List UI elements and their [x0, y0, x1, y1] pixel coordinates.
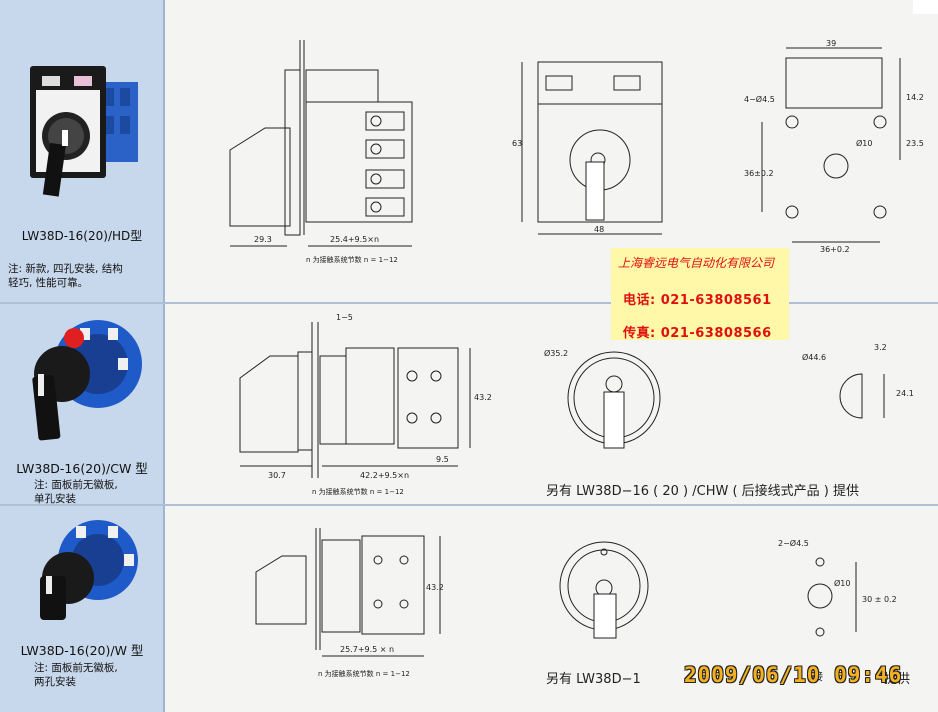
- dim-r2-h: 24.1: [896, 389, 914, 398]
- dim-r1-h: 63: [512, 139, 522, 148]
- product-note-hd: 注: 新款, 四孔安装, 结构 轻巧, 性能可靠。: [8, 263, 123, 289]
- row-divider-2: [0, 504, 938, 506]
- dim-r3-v30: 30 ± 0.2: [862, 595, 897, 604]
- dim-r1-a: 29.3: [254, 235, 272, 244]
- product-note-w: 注: 面板前无徽板, 两孔安装: [34, 662, 118, 688]
- dim-r2-d: 9.5: [436, 455, 449, 464]
- dim-r2-b: 30.7: [268, 471, 286, 480]
- panel-cutout-cw: [839, 373, 885, 419]
- fax-number: 传真: 021-63808566: [623, 326, 772, 341]
- dim-r1-w: 48: [594, 225, 604, 234]
- side-view-cw: [239, 322, 471, 478]
- dim-r3-b: 43.2: [426, 583, 444, 592]
- dim-r2-a: 1−5: [336, 313, 353, 322]
- dim-r1-top: 39: [826, 39, 836, 48]
- note-row3-b: 提供: [884, 672, 911, 687]
- contact-overlay: [611, 248, 789, 340]
- front-view-cw: [567, 351, 661, 449]
- dim-r2-nnote: n 为接触系统节数 n = 1−12: [312, 487, 404, 496]
- company-name: 上海睿远电气自动化有限公司: [618, 256, 775, 270]
- model-label-hd: LW38D-16(20)/HD型: [21, 229, 143, 243]
- sidebar-divider: [163, 0, 165, 712]
- note-row3-c: 接: [812, 670, 823, 683]
- dim-r1-h1: 14.2: [906, 93, 924, 102]
- dim-r1-b: 25.4+9.5×n: [330, 235, 379, 244]
- panel-cutout-w: [807, 557, 857, 637]
- model-label-w: LW38D-16(20)/W 型: [20, 643, 144, 658]
- product-photo-cw: [32, 320, 142, 441]
- dim-r2-e: 43.2: [474, 393, 492, 402]
- dim-r1-hole4: 4−Ø4.5: [744, 94, 775, 104]
- front-view-w: [559, 541, 649, 639]
- side-view-w: [255, 528, 441, 657]
- row-divider-1: [0, 302, 938, 304]
- phone-number: 电话: 021-63808561: [623, 293, 772, 308]
- dim-r1-d10: Ø10: [856, 138, 872, 148]
- product-photo-hd: [30, 66, 138, 197]
- dim-r1-h2: 23.5: [906, 139, 924, 148]
- dim-r2-dia: Ø35.2: [544, 348, 568, 358]
- panel-cutout-hd: [761, 47, 901, 243]
- dim-r3-d10: Ø10: [834, 578, 850, 588]
- front-view-hd: [521, 61, 663, 235]
- product-photo-w: [40, 520, 138, 620]
- dim-r1-v36: 36±0.2: [744, 169, 774, 178]
- model-label-cw: LW38D-16(20)/CW 型: [16, 461, 148, 476]
- dim-r2-c: 42.2+9.5×n: [360, 471, 409, 480]
- note-chw: 另有 LW38D−16 ( 20 ) /CHW ( 后接线式产品 ) 提供: [546, 484, 859, 499]
- dim-r2-dia2: Ø44.6: [802, 352, 826, 362]
- dim-r3-hole: 2−Ø4.5: [778, 538, 809, 548]
- product-note-cw: 注: 面板前无徽板, 单孔安装: [34, 479, 118, 505]
- dim-r3-nnote: n 为接触系统节数 n = 1−12: [318, 669, 410, 678]
- note-row3-a: 另有 LW38D−1: [546, 672, 641, 687]
- dim-r1-nnote: n 为接触系统节数 n = 1−12: [306, 255, 398, 264]
- corner-mark: [913, 0, 938, 14]
- dim-r1-h36: 36+0.2: [820, 245, 850, 254]
- dim-r3-a: 25.7+9.5 × n: [340, 645, 394, 654]
- side-view-hd: [229, 40, 413, 247]
- dim-r2-t: 3.2: [874, 343, 887, 352]
- date-stamp: 2009/06/10 09:46: [684, 663, 903, 687]
